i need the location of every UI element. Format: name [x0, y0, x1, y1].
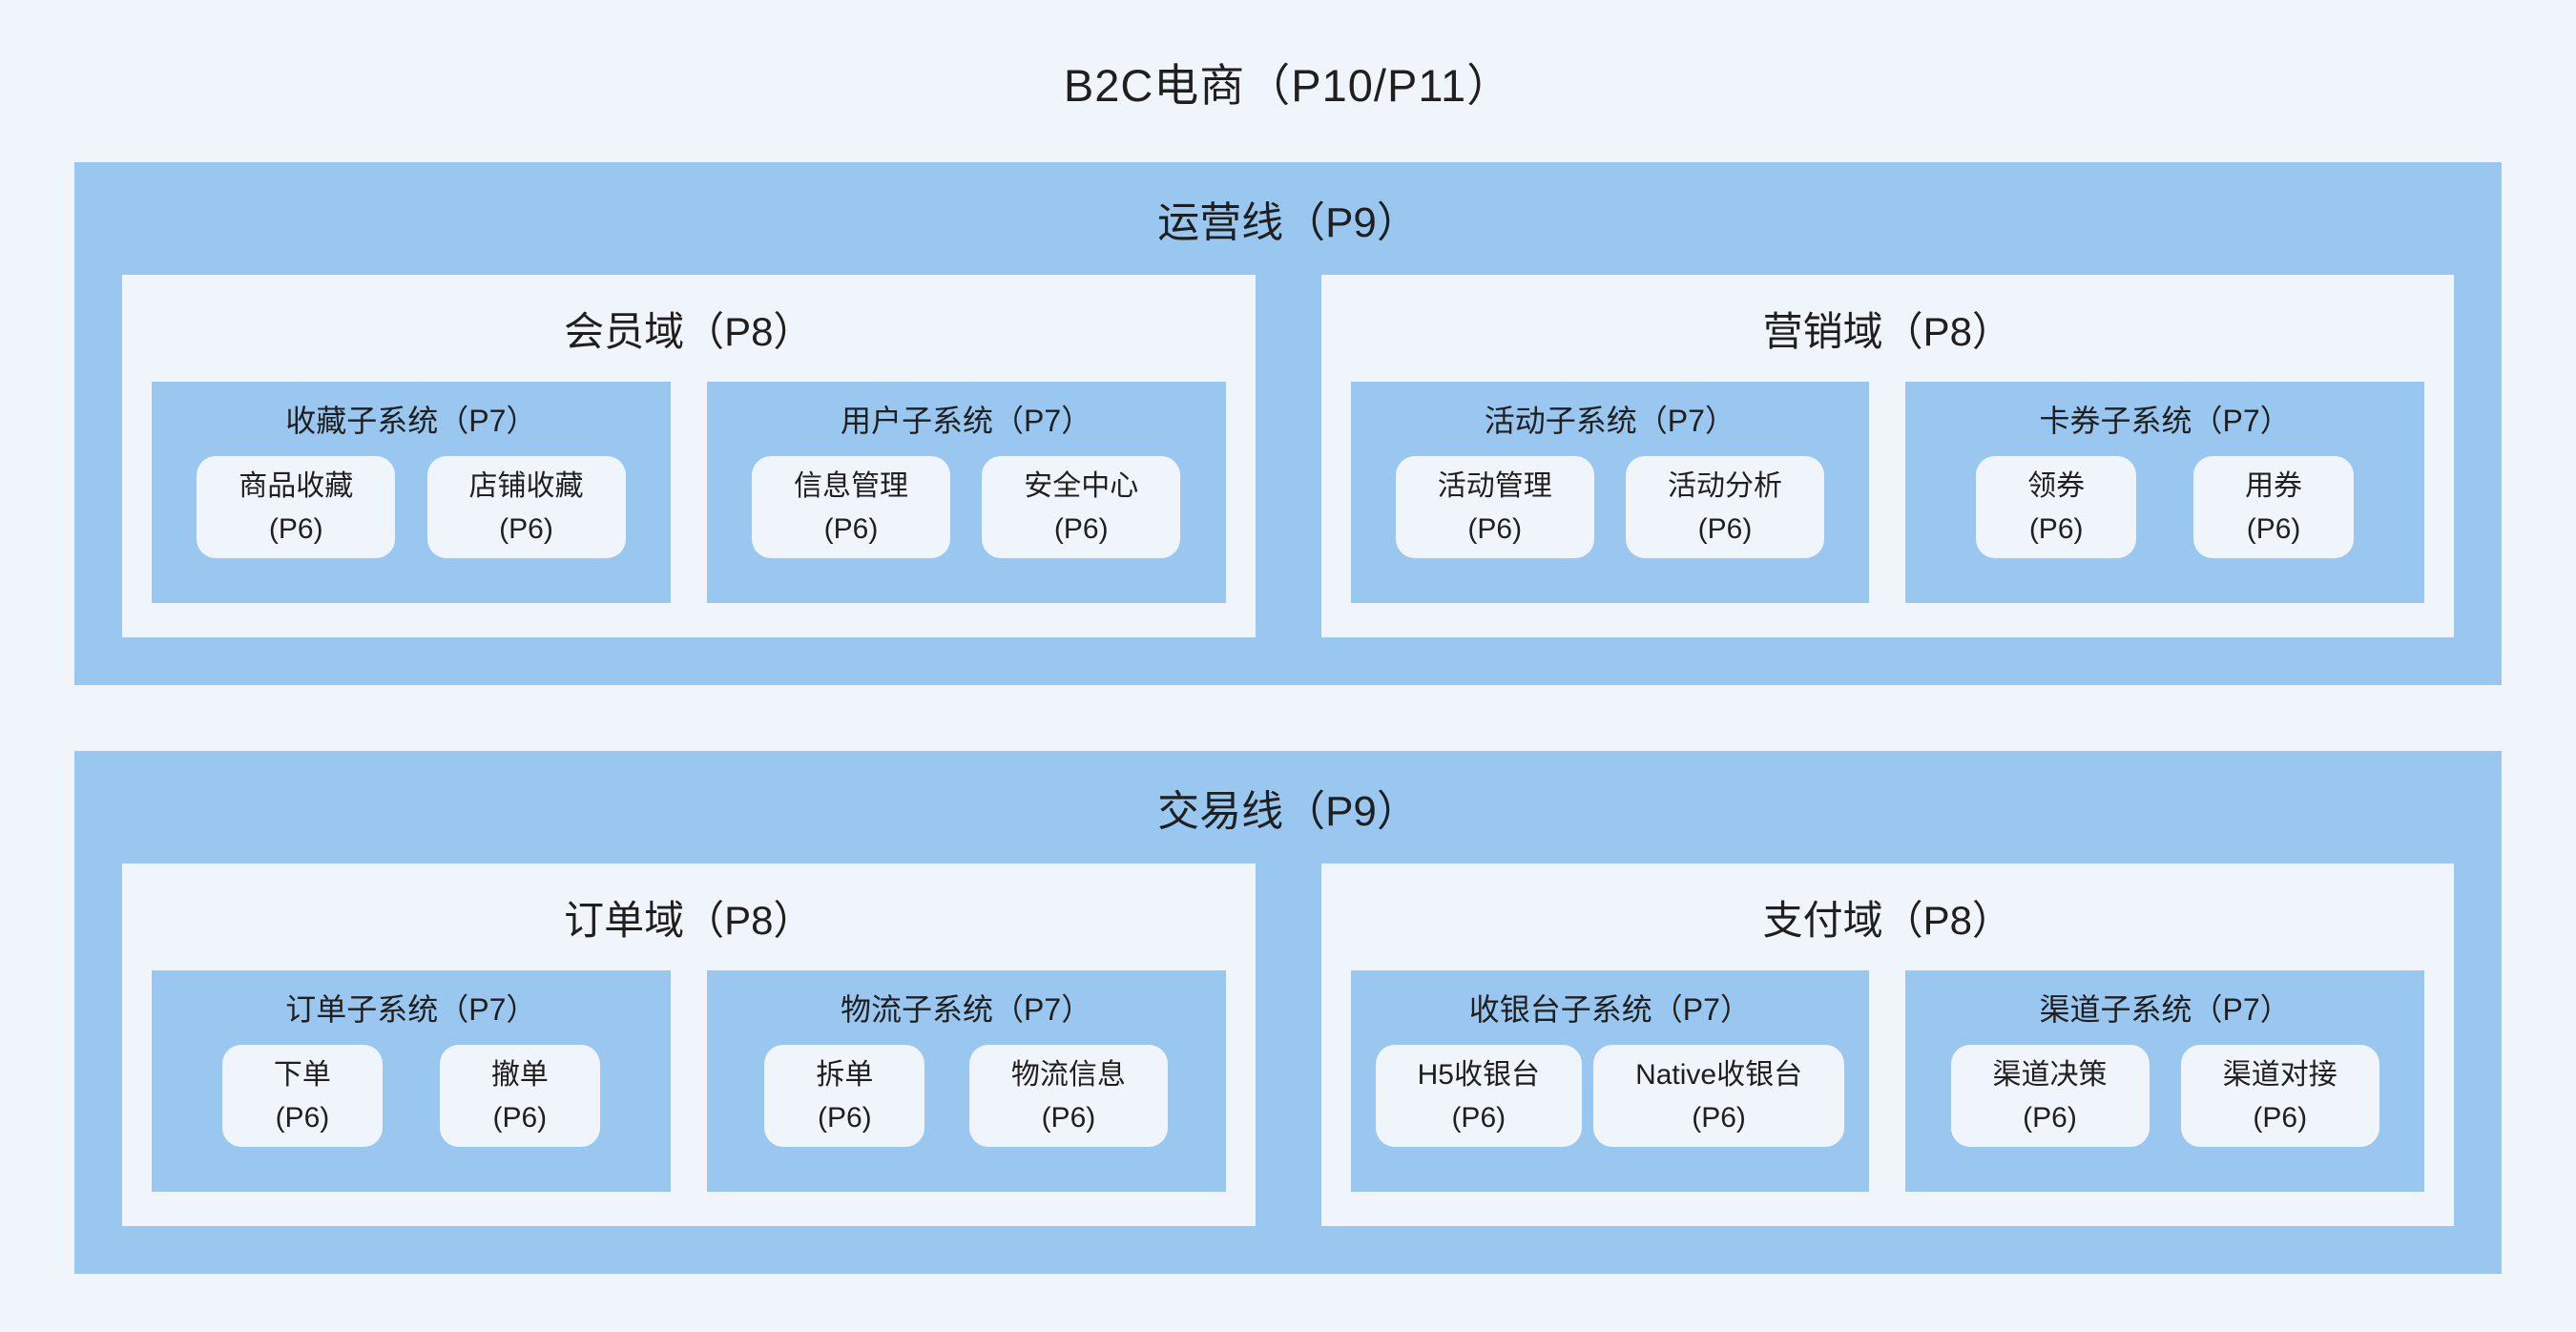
subsystem-title-logistics: 物流子系统（P7） — [841, 992, 1092, 1027]
subsystem-box-coupon: 卡券子系统（P7） 领券 (P6) 用券 (P6) — [1905, 382, 2424, 603]
module-box-coupon-use: 用券 (P6) — [2193, 456, 2355, 558]
module-level: (P6) — [2023, 1101, 2077, 1134]
module-level: (P6) — [499, 512, 553, 545]
subsystem-box-order: 订单子系统（P7） 下单 (P6) 撤单 (P6) — [152, 970, 671, 1192]
module-name: 拆单 — [816, 1058, 874, 1091]
module-level: (P6) — [1041, 1101, 1096, 1134]
subsystem-title-cashier: 收银台子系统（P7） — [1468, 992, 1751, 1027]
module-level: (P6) — [1053, 512, 1109, 545]
module-name: 物流信息 — [1010, 1058, 1126, 1091]
module-box-channel-integration: 渠道对接 (P6) — [2180, 1045, 2379, 1147]
line-content-transaction: 订单域（P8） 订单子系统（P7） 下单 (P6) 撤单 (P6) — [74, 864, 2502, 1274]
module-level: (P6) — [492, 1101, 548, 1134]
module-name: 活动分析 — [1668, 469, 1782, 502]
module-name: 渠道决策 — [1992, 1058, 2108, 1091]
subsystem-title-favorites: 收藏子系统（P7） — [285, 404, 537, 438]
line-box-transaction: 交易线（P9） 订单域（P8） 订单子系统（P7） 下单 (P6) 撤单 — [74, 751, 2502, 1274]
module-name: 领券 — [2027, 469, 2086, 502]
line-title-transaction: 交易线（P9） — [1157, 788, 1419, 835]
module-box-split-order: 拆单 (P6) — [764, 1045, 925, 1147]
subsystem-title-channel: 渠道子系统（P7） — [2039, 992, 2291, 1027]
subsystem-title-coupon: 卡券子系统（P7） — [2039, 404, 2291, 438]
module-box-logistics-info: 物流信息 (P6) — [968, 1045, 1168, 1147]
domain-title-order: 订单域（P8） — [564, 897, 814, 943]
module-level: (P6) — [1467, 512, 1523, 545]
module-name: Native收银台 — [1635, 1058, 1803, 1091]
subsystem-title-campaign: 活动子系统（P7） — [1484, 404, 1735, 438]
module-name: 用券 — [2245, 469, 2303, 502]
subsystem-box-cashier: 收银台子系统（P7） H5收银台 (P6) Native收银台 (P6) — [1350, 970, 1870, 1192]
module-box-product-favorite: 商品收藏 (P6) — [197, 456, 396, 558]
module-name: H5收银台 — [1417, 1058, 1540, 1091]
module-box-h5-cashier: H5收银台 (P6) — [1375, 1045, 1582, 1147]
line-content-operations: 会员域（P8） 收藏子系统（P7） 商品收藏 (P6) 店铺收藏 (P6) — [74, 275, 2502, 685]
diagram-title: B2C电商（P10/P11） — [1063, 59, 1513, 111]
module-box-campaign-management: 活动管理 (P6) — [1395, 456, 1594, 558]
module-level: (P6) — [275, 1101, 330, 1134]
domain-title-member: 会员域（P8） — [564, 308, 814, 354]
module-level: (P6) — [2253, 1101, 2308, 1134]
module-level: (P6) — [1692, 1101, 1746, 1134]
module-level: (P6) — [1451, 1101, 1506, 1134]
subsystem-box-favorites: 收藏子系统（P7） 商品收藏 (P6) 店铺收藏 (P6) — [152, 382, 671, 603]
module-box-cancel-order: 撤单 (P6) — [439, 1045, 600, 1147]
line-box-operations: 运营线（P9） 会员域（P8） 收藏子系统（P7） 商品收藏 (P6) 店铺收藏 — [74, 162, 2502, 685]
module-name: 撤单 — [490, 1058, 549, 1091]
module-box-campaign-analysis: 活动分析 (P6) — [1626, 456, 1824, 558]
subsystem-title-order: 订单子系统（P7） — [285, 992, 537, 1027]
subsystem-box-channel: 渠道子系统（P7） 渠道决策 (P6) 渠道对接 (P6) — [1905, 970, 2424, 1192]
module-box-security-center: 安全中心 (P6) — [982, 456, 1181, 558]
domain-box-order: 订单域（P8） 订单子系统（P7） 下单 (P6) 撤单 (P6) — [122, 864, 1256, 1226]
subsystem-box-campaign: 活动子系统（P7） 活动管理 (P6) 活动分析 (P6) — [1350, 382, 1870, 603]
domain-box-payment: 支付域（P8） 收银台子系统（P7） H5收银台 (P6) Native收银台 … — [1320, 864, 2454, 1226]
module-level: (P6) — [1697, 512, 1753, 545]
domain-title-payment: 支付域（P8） — [1762, 897, 2012, 943]
module-box-info-management: 信息管理 (P6) — [752, 456, 950, 558]
module-box-shop-favorite: 店铺收藏 (P6) — [426, 456, 626, 558]
module-name: 商品收藏 — [239, 469, 354, 502]
module-name: 信息管理 — [794, 469, 908, 502]
module-name: 下单 — [273, 1058, 331, 1091]
domain-box-marketing: 营销域（P8） 活动子系统（P7） 活动管理 (P6) 活动分析 (P6) — [1320, 275, 2454, 637]
module-name: 活动管理 — [1437, 469, 1552, 502]
module-name: 店铺收藏 — [468, 469, 584, 502]
module-level: (P6) — [817, 1101, 872, 1134]
line-title-operations: 运营线（P9） — [1157, 199, 1419, 246]
module-name: 渠道对接 — [2222, 1058, 2337, 1091]
module-level: (P6) — [2028, 512, 2084, 545]
domain-title-marketing: 营销域（P8） — [1762, 308, 2012, 354]
subsystem-box-logistics: 物流子系统（P7） 拆单 (P6) 物流信息 (P6) — [706, 970, 1226, 1192]
domain-box-member: 会员域（P8） 收藏子系统（P7） 商品收藏 (P6) 店铺收藏 (P6) — [122, 275, 1256, 637]
module-box-native-cashier: Native收银台 (P6) — [1593, 1045, 1845, 1147]
module-box-coupon-claim: 领券 (P6) — [1976, 456, 2137, 558]
module-box-place-order: 下单 (P6) — [221, 1045, 383, 1147]
subsystem-box-user: 用户子系统（P7） 信息管理 (P6) 安全中心 (P6) — [706, 382, 1226, 603]
subsystem-title-user: 用户子系统（P7） — [841, 404, 1092, 438]
module-level: (P6) — [823, 512, 879, 545]
module-level: (P6) — [268, 512, 323, 545]
module-level: (P6) — [2246, 512, 2301, 545]
module-name: 安全中心 — [1024, 469, 1139, 502]
module-box-channel-decision: 渠道决策 (P6) — [1950, 1045, 2150, 1147]
